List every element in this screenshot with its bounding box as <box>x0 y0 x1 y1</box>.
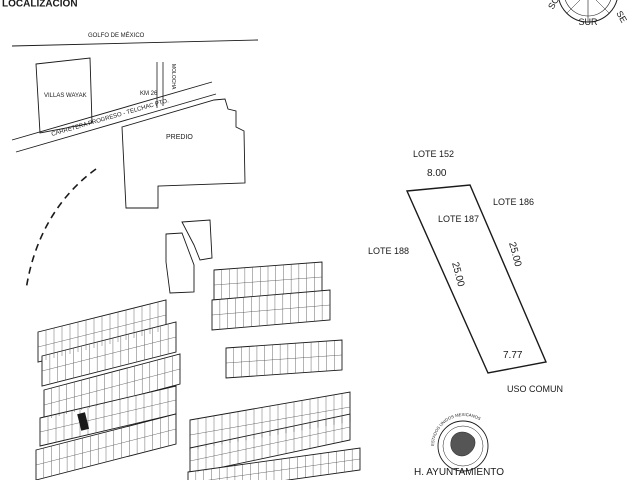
lot-detail: LOTE 152 8.00 LOTE 188 LOTE 187 LOTE 186… <box>368 149 563 394</box>
lot-band-divider-6 <box>41 336 177 372</box>
dim-bottom-label: 7.77 <box>503 350 523 361</box>
lot-band-divider-2 <box>211 304 331 316</box>
dim-top-label: 8.00 <box>427 168 447 179</box>
lot-187-outline <box>405 184 547 374</box>
lote-186-label: LOTE 186 <box>493 197 534 207</box>
municipal-seal: ESTADOS UNIDOS MEXICANOS H. AYUNTAMIENTO <box>414 412 504 478</box>
molocha-label: MOLOCHA <box>170 64 176 90</box>
compass-rose: SO SUR SE <box>546 0 629 27</box>
dim-left-label: 25.00 <box>449 261 466 288</box>
lot-band-divider-8 <box>39 399 177 433</box>
compass-so-label: SO <box>546 0 561 11</box>
dim-right-label: 25.00 <box>506 241 523 268</box>
km-label: KM 26 <box>140 91 158 97</box>
villas-label: VILLAS WAYAK <box>44 93 87 99</box>
predio-label: PREDIO <box>166 134 193 141</box>
block-amenity <box>181 219 213 261</box>
predio-block <box>121 98 246 209</box>
compass-se-label: SE <box>614 9 629 24</box>
lote-188-label: LOTE 188 <box>368 246 409 256</box>
highlighted-lot <box>77 412 90 431</box>
lote-187-label: LOTE 187 <box>438 214 479 224</box>
uso-comun-label: USO COMUN <box>507 384 563 394</box>
seal-caption: H. AYUNTAMIENTO <box>414 467 504 478</box>
lot-divisions <box>35 262 361 480</box>
page-title: LOCALIZACION <box>2 0 78 10</box>
block-west-top <box>165 232 195 294</box>
lote-152-label: LOTE 152 <box>413 149 454 159</box>
lot-band-divider-3 <box>225 354 343 364</box>
villas-wayak-block <box>35 57 93 134</box>
location-sketch: GOLFO DE MÉXICO VILLAS WAYAK CARRETERA P… <box>11 32 259 291</box>
compass-sur-label: SUR <box>578 17 598 27</box>
subdivision-plan <box>35 219 361 480</box>
sea-label: GOLFO DE MÉXICO <box>88 32 145 39</box>
